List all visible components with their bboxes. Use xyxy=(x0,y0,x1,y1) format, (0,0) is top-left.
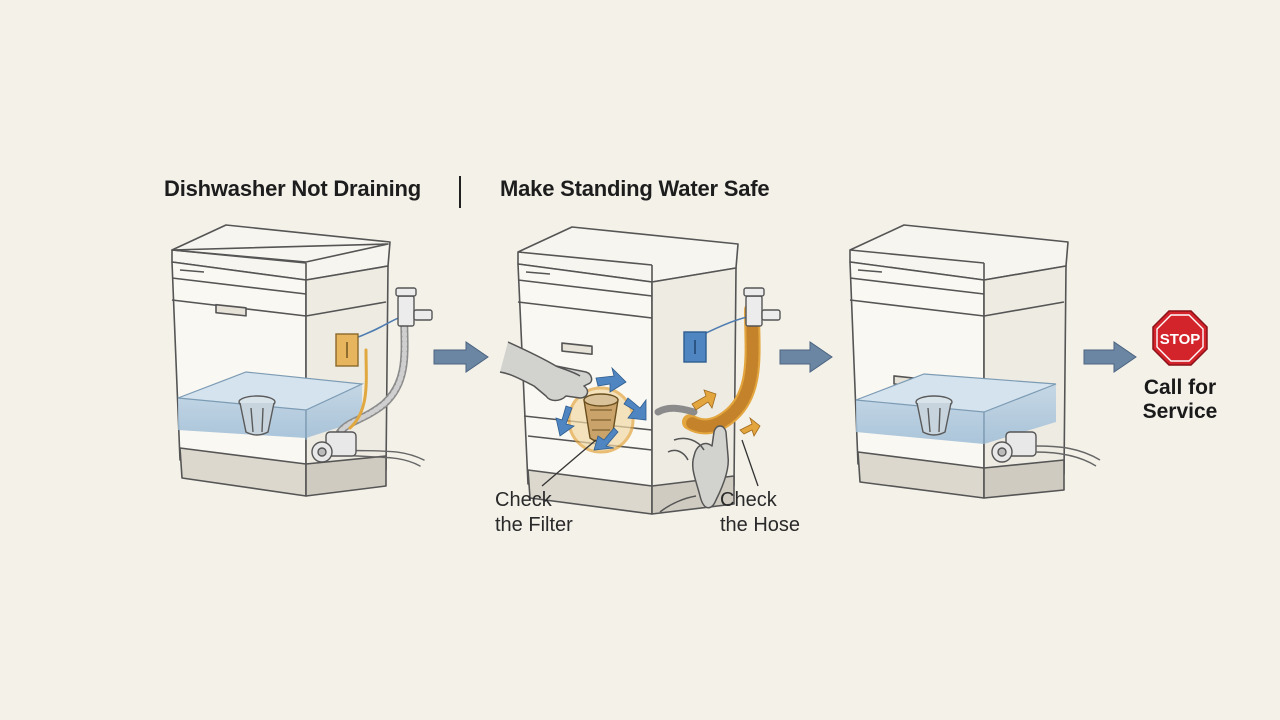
dishwasher-3 xyxy=(849,224,1069,499)
hose-arrows-icon xyxy=(691,389,761,437)
callout-check-filter-line2: the Filter xyxy=(495,514,573,536)
filter-cup-3 xyxy=(915,395,953,436)
filter-cup-1 xyxy=(238,395,276,436)
filter-highlight xyxy=(567,386,635,454)
callout-check-hose: Check the Hose xyxy=(720,488,800,538)
service-line2: Service xyxy=(1142,400,1218,423)
drain-hose-2 xyxy=(654,302,761,435)
dishwasher-1 xyxy=(171,224,391,497)
gloved-hand-hose xyxy=(659,425,730,513)
stop-sign-icon: STOP xyxy=(1152,310,1208,366)
pump-1 xyxy=(311,431,357,463)
callout-check-hose-line1: Check xyxy=(720,489,777,511)
callout-leaders xyxy=(541,439,759,487)
service-line1: Call for xyxy=(1143,376,1217,399)
rotate-arrows-icon xyxy=(555,366,647,451)
pump-3 xyxy=(991,431,1101,467)
flow-arrow-2 xyxy=(779,341,833,373)
callout-check-filter-line1: Check xyxy=(495,489,552,511)
valve-1 xyxy=(335,287,433,367)
valve-2 xyxy=(683,287,781,363)
stop-sign-text: STOP xyxy=(1160,331,1201,348)
callout-check-filter: Check the Filter xyxy=(495,488,573,538)
gloved-hand-filter xyxy=(499,341,593,402)
call-for-service-label: Call for Service xyxy=(1130,376,1230,424)
flow-arrow-3 xyxy=(1083,341,1137,373)
title-divider xyxy=(459,176,461,208)
title-not-draining: Dishwasher Not Draining xyxy=(164,176,421,201)
callout-check-hose-line2: the Hose xyxy=(720,514,801,536)
title-make-safe: Make Standing Water Safe xyxy=(500,176,770,201)
standing-water-3 xyxy=(855,373,1057,444)
flow-arrow-1 xyxy=(433,341,489,373)
